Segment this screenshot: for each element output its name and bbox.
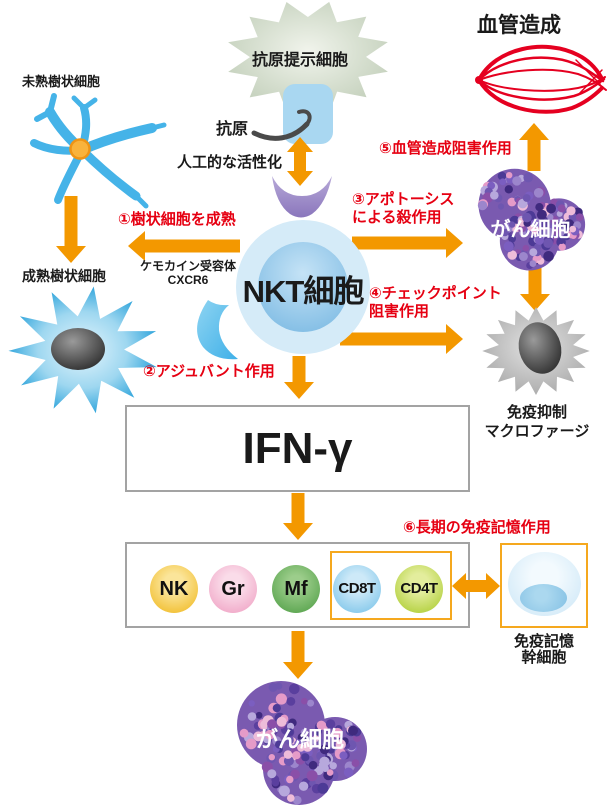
effect4-line1: ④チェックポイント <box>369 285 502 302</box>
arrow-tcells-memory <box>452 573 500 599</box>
immature-dc-nucleus <box>69 138 91 160</box>
macrophage-label-line1: 免疫抑制 <box>506 404 567 421</box>
effect5-label: ⑤血管造成阻害作用 <box>379 140 512 157</box>
arrow-ifn-to-cells <box>283 493 313 540</box>
arrow-cells-to-cancer <box>283 631 313 679</box>
arrow-nkt-to-ifn <box>284 356 314 399</box>
memory-label-line1: 免疫記憶 <box>513 633 574 650</box>
arrow-effect3-right <box>352 228 463 258</box>
mature-dc-label: 成熟樹状細胞 <box>22 268 106 284</box>
angiogenesis-label: 血管造成 <box>477 14 561 37</box>
effect3-label: ③アポトーシス による殺作用 <box>352 191 454 227</box>
memory-stem-cell-box <box>500 543 588 628</box>
chemokine-receptor-line1: ケモカイン受容体 <box>139 259 236 273</box>
cancer-cells-cluster-top <box>477 168 586 271</box>
cancer-bottom-label: がん細胞 <box>255 727 344 752</box>
artificial-activation-label: 人工的な活性化 <box>177 154 283 171</box>
immature-dendritic-cell <box>30 93 167 209</box>
nkt-cell-label: NKT細胞 <box>242 274 365 309</box>
chemokine-receptor-line2: CXCR6 <box>167 273 209 287</box>
arrow-immature-to-mature <box>56 196 86 263</box>
cell-gr: Gr <box>209 565 257 613</box>
antigen-presenting-cell <box>228 1 388 113</box>
arrow-cancer-to-macrophage <box>520 267 550 311</box>
chemokine-receptor-label: ケモカイン受容体 CXCR6 <box>130 259 246 287</box>
nkt-receptor-crescent <box>272 176 332 218</box>
cancer-top-label: がん細胞 <box>490 219 571 241</box>
cancer-cells-cluster-bottom <box>237 681 367 805</box>
cell-nk: NK <box>150 565 198 613</box>
blood-vessel <box>475 44 607 114</box>
macrophage-label-line2: マクロファージ <box>484 423 590 440</box>
immature-dc-label: 未熟樹状細胞 <box>22 74 101 89</box>
arrow-effect5-up <box>519 123 549 171</box>
effect3-line1: ③アポトーシス <box>352 191 455 208</box>
ifn-gamma-label: IFN-γ <box>242 424 353 473</box>
macrophage-nucleus <box>518 322 562 374</box>
ifn-gamma-box <box>125 405 470 492</box>
effect1-label: ①樹状細胞を成熟 <box>118 211 236 228</box>
arrow-effect4-right <box>340 324 463 354</box>
nkt-cell-nucleus <box>258 242 348 332</box>
cell-cd8t: CD8T <box>333 565 381 613</box>
cell-cd4t: CD4T <box>395 565 443 613</box>
effect2-label: ②アジュバント作用 <box>143 363 275 380</box>
effect4-label: ④チェックポイント 阻害作用 <box>369 285 502 321</box>
memory-stem-cell-label: 免疫記憶 幹細胞 <box>502 634 586 666</box>
memory-label-line2: 幹細胞 <box>521 649 567 666</box>
nkt-crescent-process <box>197 300 238 360</box>
arrow-artificial-activation <box>287 137 313 186</box>
memory-stem-cell-nucleus <box>520 584 567 612</box>
effect4-line2: 阻害作用 <box>369 303 430 320</box>
mature-dc-nucleus <box>51 328 105 370</box>
antigen-shape <box>251 109 312 141</box>
antigen-label: 抗原 <box>216 121 249 138</box>
cell-mf: Mf <box>272 565 320 613</box>
macrophage-label: 免疫抑制 マクロファージ <box>478 403 596 441</box>
apc-label: 抗原提示細胞 <box>252 52 349 69</box>
arrow-effect1-left <box>128 231 240 261</box>
t-cells-highlight-box <box>330 551 452 620</box>
effect6-label: ⑥長期の免疫記憶作用 <box>403 519 551 536</box>
effect3-line2: による殺作用 <box>352 209 442 226</box>
